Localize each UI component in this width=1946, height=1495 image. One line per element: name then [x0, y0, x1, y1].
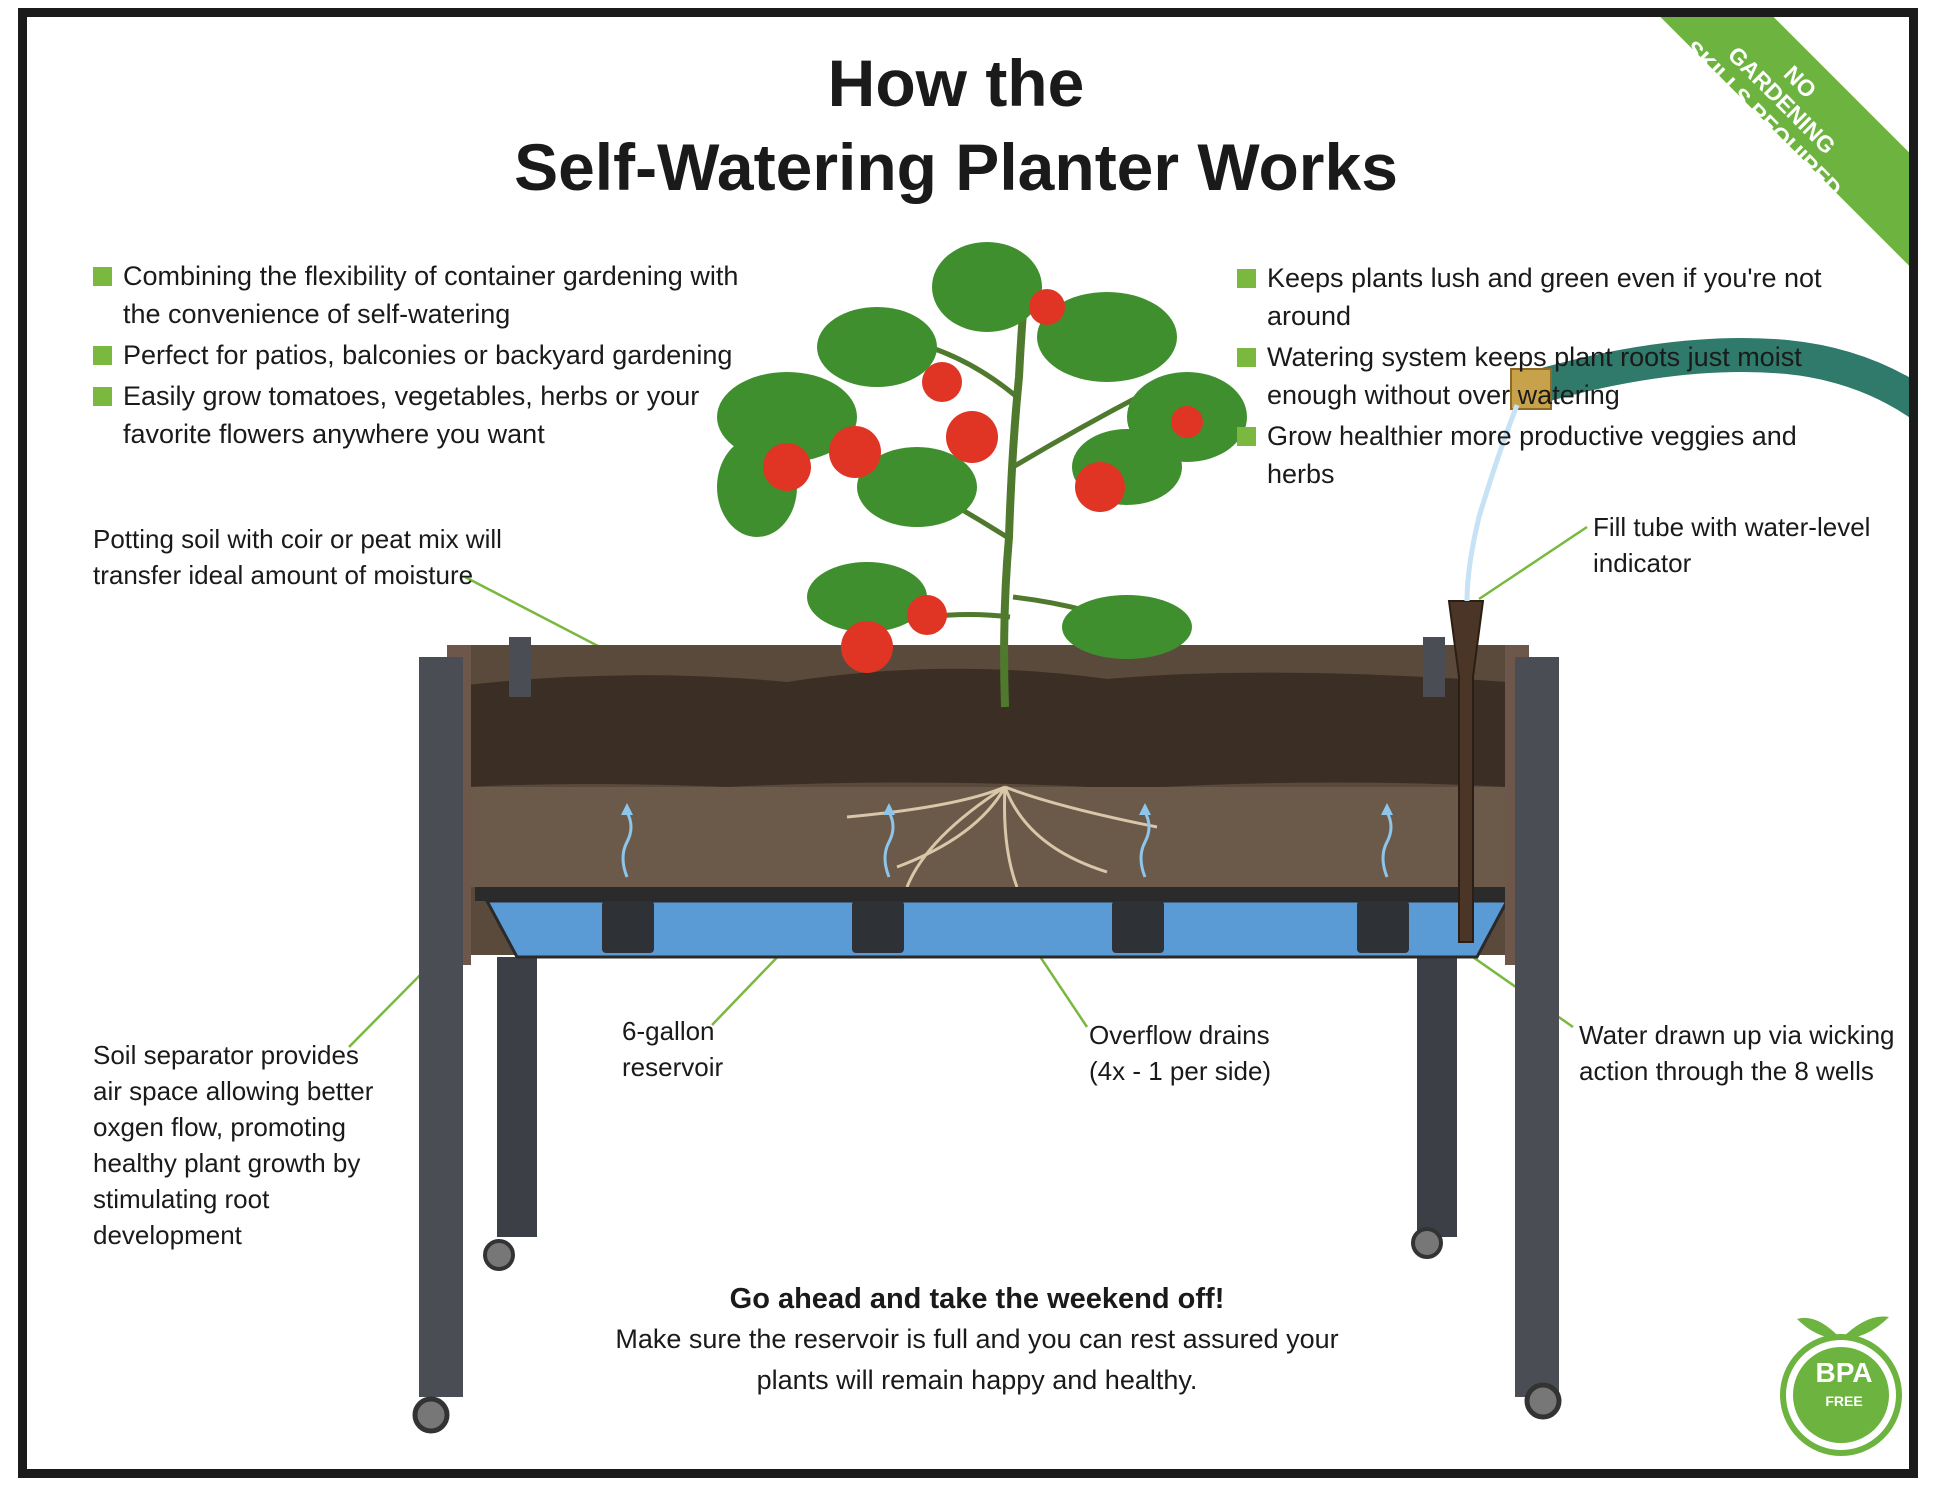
post-left-top — [509, 637, 531, 697]
left-bullet-list: Combining the flexibility of container g… — [93, 257, 753, 456]
label-separator: Soil separator provides air space allowi… — [93, 1040, 374, 1250]
list-item: Combining the flexibility of container g… — [93, 257, 753, 333]
planter-illustration — [348, 242, 1909, 1456]
water-stream — [1464, 404, 1520, 602]
back-leg-right — [1417, 957, 1457, 1237]
tomato-plant — [717, 242, 1247, 708]
soil-lower — [467, 787, 1507, 887]
infographic-frame: How the Self-Watering Planter Works NO G… — [18, 8, 1918, 1478]
wicking-wells — [602, 901, 1409, 953]
wick-arrows — [621, 811, 1393, 878]
fill-tube — [1447, 600, 1485, 943]
soil — [467, 668, 1507, 789]
front-leg-left — [419, 657, 463, 1397]
label-overflow: Overflow drains (4x - 1 per side) — [1089, 1020, 1272, 1086]
list-item: Perfect for patios, balconies or backyar… — [93, 336, 753, 374]
label-reservoir: 6-gallon reservoir — [622, 1016, 724, 1082]
soil-separator — [475, 887, 1515, 901]
label-soil: Potting soil with coir or peat mix will … — [93, 524, 502, 590]
water-reservoir — [484, 899, 1510, 959]
title-line-1: How the — [827, 46, 1085, 120]
list-item: Easily grow tomatoes, vegetables, herbs … — [93, 377, 753, 453]
leader-fill — [1478, 525, 1588, 601]
wick-arrowheads — [621, 803, 1393, 815]
caster-back-right — [1411, 1227, 1443, 1259]
list-item: Grow healthier more productive veggies a… — [1237, 417, 1837, 493]
right-bullet-list: Keeps plants lush and green even if you'… — [1237, 259, 1837, 496]
list-item: Watering system keeps plant roots just m… — [1237, 338, 1837, 414]
bpa-free-badge — [1780, 1316, 1902, 1456]
caster-back-left — [483, 1239, 515, 1271]
roots — [846, 785, 1158, 888]
title-line-2: Self-Watering Planter Works — [514, 130, 1398, 204]
post-right-top — [1423, 637, 1445, 697]
caster-front-left — [412, 1396, 450, 1434]
list-item: Keeps plants lush and green even if you'… — [1237, 259, 1837, 335]
caster-front-right — [1524, 1382, 1562, 1420]
bottom-message: Go ahead and take the weekend off! Make … — [587, 1279, 1367, 1401]
garden-hose — [1510, 338, 1909, 418]
label-wicking: Water drawn up via wicking action throug… — [1579, 1020, 1895, 1086]
bottom-heading: Go ahead and take the weekend off! — [729, 1283, 1225, 1315]
back-leg-left — [497, 957, 537, 1237]
badge-main-text: BPA — [1815, 1357, 1873, 1388]
bottom-body: Make sure the reservoir is full and you … — [615, 1324, 1339, 1395]
label-fill-tube: Fill tube with water-level indicator — [1593, 512, 1871, 578]
badge-sub-text: FREE — [1825, 1393, 1863, 1409]
leader-reservoir — [711, 946, 788, 1026]
front-leg-right — [1515, 657, 1559, 1397]
